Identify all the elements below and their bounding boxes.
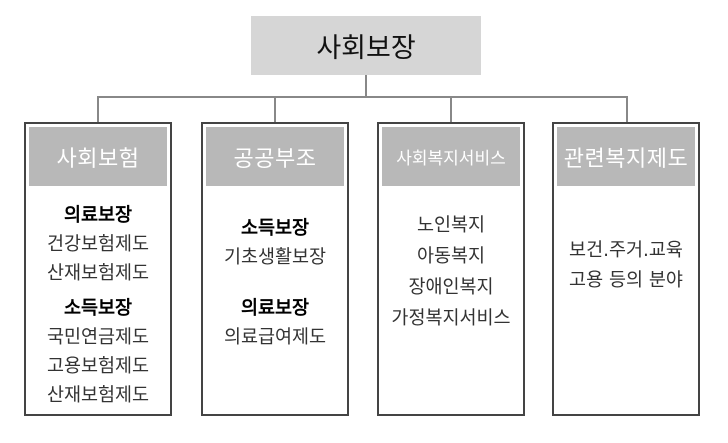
- root-node-box: 사회보장: [251, 16, 481, 75]
- group-item: 기초생활보장: [223, 247, 327, 268]
- group-heading: 의료보장: [63, 205, 133, 226]
- group-heading: 의료보장: [240, 298, 310, 319]
- category-column-related-welfare-systems: 관련복지제도 보건.주거.교육 고용 등의 분야: [552, 122, 700, 416]
- category-body: 소득보장 기초생활보장 의료보장 의료급여제도: [203, 214, 347, 410]
- group-item: 국민연금제도: [46, 327, 150, 348]
- group-item: 의료급여제도: [223, 327, 327, 348]
- group-item: 건강보험제도: [46, 234, 150, 255]
- group-item: 산재보험제도: [46, 385, 150, 406]
- category-header: 공공부조: [206, 127, 344, 186]
- group-item: 노인복지: [416, 215, 486, 236]
- category-column-social-welfare-services: 사회복지서비스 노인복지 아동복지 장애인복지 가정복지서비스: [377, 122, 525, 416]
- group-item: 장애인복지: [408, 277, 494, 298]
- group-item: 산재보험제도: [46, 263, 150, 284]
- group-heading: 소득보장: [240, 218, 310, 239]
- category-body: 노인복지 아동복지 장애인복지 가정복지서비스: [379, 210, 523, 410]
- group-heading: 소득보장: [63, 298, 133, 319]
- category-header: 사회복지서비스: [382, 127, 520, 186]
- category-body: 의료보장 건강보험제도 산재보험제도 소득보장 국민연금제도 고용보험제도 산재…: [26, 201, 170, 410]
- group-item: 보건.주거.교육: [569, 240, 683, 261]
- group-item: 고용 등의 분야: [569, 270, 683, 291]
- category-header: 관련복지제도: [557, 127, 695, 186]
- category-header: 사회보험: [29, 127, 167, 186]
- category-body: 보건.주거.교육 고용 등의 분야: [554, 236, 698, 410]
- group-item: 아동복지: [416, 246, 486, 267]
- category-column-public-assistance: 공공부조 소득보장 기초생활보장 의료보장 의료급여제도: [201, 122, 349, 416]
- group-item: 가정복지서비스: [391, 308, 511, 329]
- group-item: 고용보험제도: [46, 356, 150, 377]
- root-node-title: 사회보장: [316, 33, 416, 64]
- category-column-social-insurance: 사회보험 의료보장 건강보험제도 산재보험제도 소득보장 국민연금제도 고용보험…: [24, 122, 172, 416]
